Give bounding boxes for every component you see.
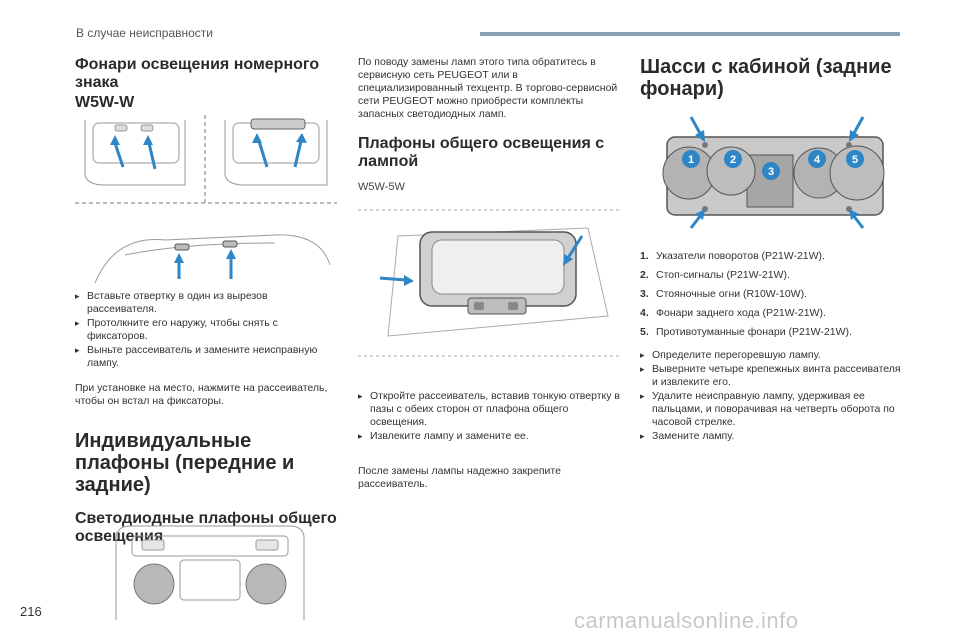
ceiling-bulb-code: W5W-5W [358, 181, 405, 193]
plate-lights-title: Фонари освещения номерного знака [75, 56, 320, 91]
bullet-mark-icon: ▸ [640, 364, 645, 374]
lamp-label-text: 1 [688, 154, 694, 166]
section-header: В случае неисправности [76, 26, 213, 40]
led-lamp-illustration [115, 525, 305, 620]
list-item: ▸Откройте рассеиватель, вставив тонкую о… [358, 390, 620, 428]
list-item: 1.Указатели поворотов (P21W-21W). [640, 250, 825, 262]
lamp-label-2 [724, 150, 742, 168]
list-item: 3.Стояночные огни (R10W-10W). [640, 288, 808, 300]
service-note: По поводу замены ламп этого типа обратит… [358, 56, 618, 120]
bullet-mark-icon: ▸ [75, 318, 80, 328]
led-lamps-title: Светодиодные плафоны общего освещения [75, 510, 337, 545]
bullet-mark-icon: ▸ [75, 291, 80, 301]
list-item: 5.Противотуманные фонари (P21W-21W). [640, 326, 852, 338]
page-number: 216 [20, 604, 42, 619]
bullet-mark-icon: ▸ [358, 431, 363, 441]
list-item: ▸Определите перегоревшую лампу. [640, 349, 821, 361]
lamp-label-3 [762, 162, 780, 180]
plate-steps-block: ▸Вставьте отвертку в один из вырезов рас… [75, 290, 337, 546]
column-1: Фонари освещения номерного знака W5W-W [75, 56, 337, 112]
list-item: 4.Фонари заднего хода (P21W-21W). [640, 307, 826, 319]
lamp-label-text: 2 [730, 154, 736, 166]
column-3: Шасси с кабиной (задние фонари) [640, 56, 902, 100]
lamp-label-4 [808, 150, 826, 168]
ceiling-lamp-title: Плафоны общего освещения с лампой [358, 135, 605, 170]
list-item: ▸Замените лампу. [640, 430, 735, 442]
lamp-label-5 [846, 150, 864, 168]
column-2: По поводу замены ламп этого типа обратит… [358, 56, 620, 193]
lamp-label-1 [682, 150, 700, 168]
watermark: carmanualsonline.info [574, 608, 799, 633]
ceiling-steps: ▸Откройте рассеиватель, вставив тонкую о… [358, 390, 620, 443]
bullet-mark-icon: ▸ [640, 350, 645, 360]
bullet-mark-icon: ▸ [75, 345, 80, 355]
plate-light-illustration [75, 115, 337, 284]
chassis-title: Шасси с кабиной (задние фонари) [640, 56, 892, 100]
rear-light-illustration: 1 2 3 4 5 [662, 116, 885, 229]
plate-bulb-code: W5W-W [75, 94, 135, 111]
list-item: ▸Удалите неисправную лампу, удерживая ее… [640, 390, 895, 428]
lamp-function-list: 1.Указатели поворотов (P21W-21W). 2.Стоп… [640, 250, 902, 339]
lamp-label-text: 5 [852, 154, 858, 166]
list-item: 2.Стоп-сигналы (P21W-21W). [640, 269, 790, 281]
chassis-steps: ▸Определите перегоревшую лампу. ▸Выверни… [640, 349, 902, 443]
ceiling-lamp-illustration [358, 209, 620, 357]
bullet-mark-icon: ▸ [358, 391, 363, 401]
lamp-label-text: 3 [768, 166, 774, 178]
bullet-mark-icon: ▸ [640, 431, 645, 441]
list-item: ▸Выверните четыре крепежных винта рассеи… [640, 363, 901, 388]
lamp-label-text: 4 [814, 154, 821, 166]
list-item: ▸Протолкните его наружу, чтобы снять с ф… [75, 317, 278, 342]
header-bar [480, 32, 900, 36]
list-item: ▸Извлеките лампу и замените ее. [358, 430, 529, 442]
chassis-list-block: 1.Указатели поворотов (P21W-21W). 2.Стоп… [640, 250, 902, 444]
plate-steps: ▸Вставьте отвертку в один из вырезов рас… [75, 290, 337, 370]
bullet-mark-icon: ▸ [640, 391, 645, 401]
ceiling-reinstall-note: После замены лампы надежно закрепите рас… [358, 465, 561, 490]
list-item: ▸Вставьте отвертку в один из вырезов рас… [75, 290, 268, 315]
plate-install-note: При установке на место, нажмите на рассе… [75, 382, 328, 407]
individual-lamps-title: Индивидуальные плафоны (передние и задни… [75, 430, 295, 496]
list-item: ▸Выньте рассеиватель и замените неисправ… [75, 344, 318, 369]
ceiling-steps-block: ▸Откройте рассеиватель, вставив тонкую о… [358, 390, 620, 491]
